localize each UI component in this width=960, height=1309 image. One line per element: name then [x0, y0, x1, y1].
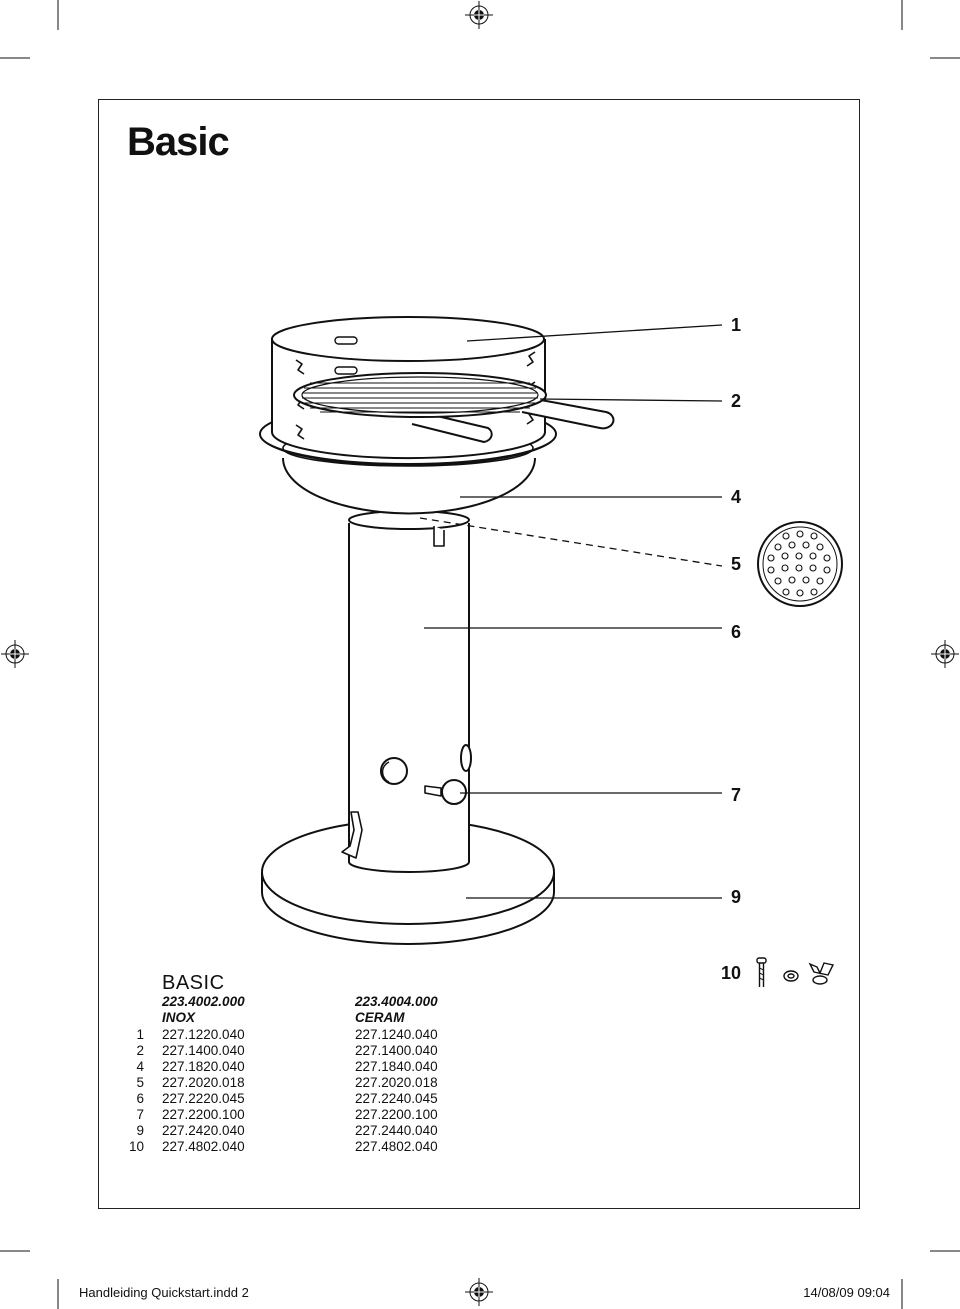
column-variant-ceram: CERAM	[355, 1010, 405, 1025]
part-code-inox: 227.1220.040	[162, 1027, 245, 1042]
page-frame	[98, 99, 860, 1209]
column-tube	[341, 510, 472, 873]
part-code-ceram: 227.1400.040	[355, 1043, 438, 1058]
washer-icon	[783, 970, 799, 982]
part-code-ceram: 227.2440.040	[355, 1123, 438, 1138]
part-number: 5	[136, 1075, 144, 1090]
registration-mark-icon	[931, 640, 959, 668]
grate-bars	[302, 382, 538, 413]
column-code-ceram: 223.4004.000	[355, 994, 438, 1009]
registration-mark-icon	[465, 1, 493, 29]
part-code-ceram: 227.2240.045	[355, 1091, 438, 1106]
part-code-inox: 227.1400.040	[162, 1043, 245, 1058]
registration-mark-icon	[465, 1278, 493, 1306]
part-number: 9	[136, 1123, 144, 1138]
part-number: 10	[128, 1139, 144, 1154]
part-code-inox: 227.4802.040	[162, 1139, 245, 1154]
part-code-ceram: 227.2200.100	[355, 1107, 438, 1122]
parts-list-heading: BASIC	[162, 972, 225, 994]
grill-grate	[293, 372, 615, 443]
callout-10: 10	[721, 963, 742, 983]
footer-timestamp: 14/08/09 09:04	[803, 1285, 890, 1300]
callout-4: 4	[731, 487, 742, 507]
registration-mark-icon	[1, 640, 29, 668]
leader-lines	[419, 324, 723, 899]
charcoal-plate	[757, 521, 843, 607]
part-code-ceram: 227.1240.040	[355, 1027, 438, 1042]
callout-5: 5	[731, 554, 742, 574]
part-number: 4	[136, 1059, 144, 1074]
part-code-inox: 227.2020.018	[162, 1075, 245, 1090]
callout-7: 7	[731, 785, 742, 805]
part-code-ceram: 227.4802.040	[355, 1139, 438, 1154]
part-code-inox: 227.2220.045	[162, 1091, 245, 1106]
column-variant-inox: INOX	[162, 1010, 196, 1025]
footer-filename: Handleiding Quickstart.indd 2	[79, 1285, 249, 1300]
part-number: 2	[136, 1043, 144, 1058]
page-title: Basic	[127, 120, 230, 164]
part-code-inox: 227.2420.040	[162, 1123, 245, 1138]
callout-6: 6	[731, 622, 742, 642]
screw-icon	[756, 957, 767, 987]
callout-1: 1	[731, 315, 742, 335]
part-number: 6	[136, 1091, 144, 1106]
part-code-ceram: 227.1840.040	[355, 1059, 438, 1074]
part-code-inox: 227.2200.100	[162, 1107, 245, 1122]
column-code-inox: 223.4002.000	[162, 994, 245, 1009]
part-code-ceram: 227.2020.018	[355, 1075, 438, 1090]
callout-2: 2	[731, 391, 742, 411]
callout-9: 9	[731, 887, 742, 907]
part-number: 1	[136, 1027, 144, 1042]
wing-nut-icon	[808, 962, 835, 985]
part-code-inox: 227.1820.040	[162, 1059, 245, 1074]
part-number: 7	[136, 1107, 144, 1122]
